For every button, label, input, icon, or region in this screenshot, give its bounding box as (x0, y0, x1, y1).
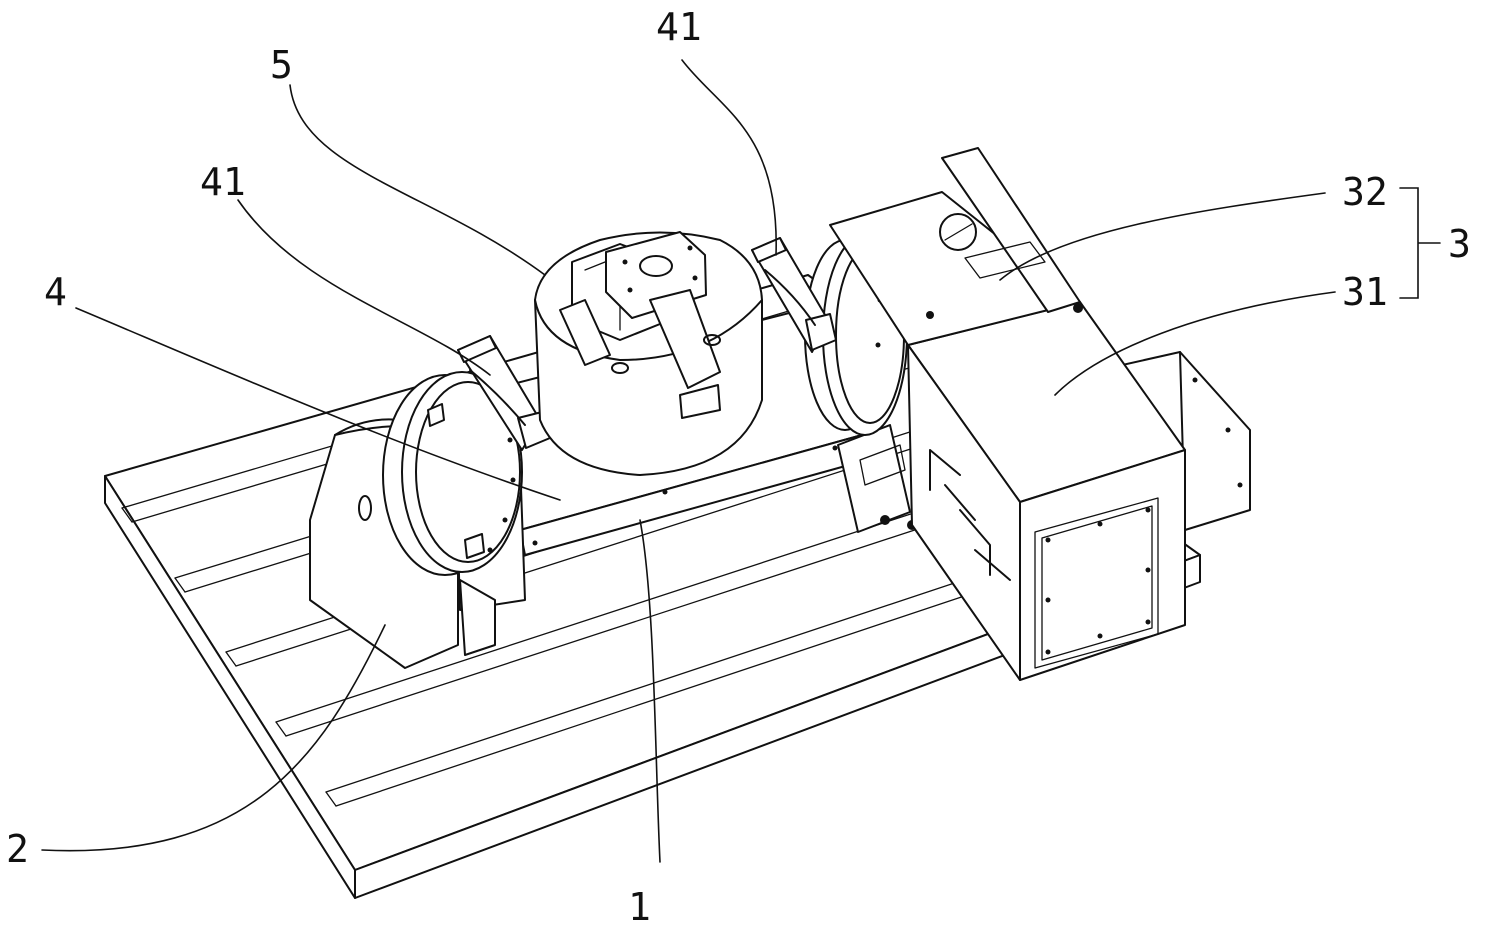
label-clamp-right: 41 (656, 5, 702, 49)
left-rotary-ring (382, 371, 523, 576)
three-jaw-chuck (534, 231, 763, 476)
leader-clamp-left (237, 199, 491, 376)
label-drive-housing: 31 (1342, 270, 1388, 314)
label-frame: 1 (628, 885, 651, 929)
drive-housing (907, 301, 1186, 681)
leader-cradle (75, 307, 561, 501)
leader-clamp-right (681, 59, 777, 256)
chuck-jaw (649, 289, 721, 419)
label-chuck: 5 (270, 43, 293, 87)
leader-frame (639, 519, 661, 863)
drive-top-plate (829, 147, 1083, 346)
leader-lines (41, 59, 1441, 863)
group-brace (1399, 187, 1441, 299)
label-drive-group: 3 (1448, 222, 1471, 266)
reference-numerals: 1 2 3 32 31 4 41 41 5 (6, 5, 1471, 929)
chuck-jaw (559, 299, 611, 366)
leader-chuck (289, 84, 546, 276)
leader-housing (1054, 291, 1336, 396)
drive-unit (829, 147, 1251, 681)
label-drive-top: 32 (1342, 170, 1388, 214)
label-support: 2 (6, 827, 29, 871)
label-cradle: 4 (44, 270, 67, 314)
leader-top-plate (999, 192, 1326, 281)
leader-support (41, 624, 386, 852)
label-clamp-left: 41 (200, 160, 246, 204)
right-clamp (751, 237, 837, 353)
